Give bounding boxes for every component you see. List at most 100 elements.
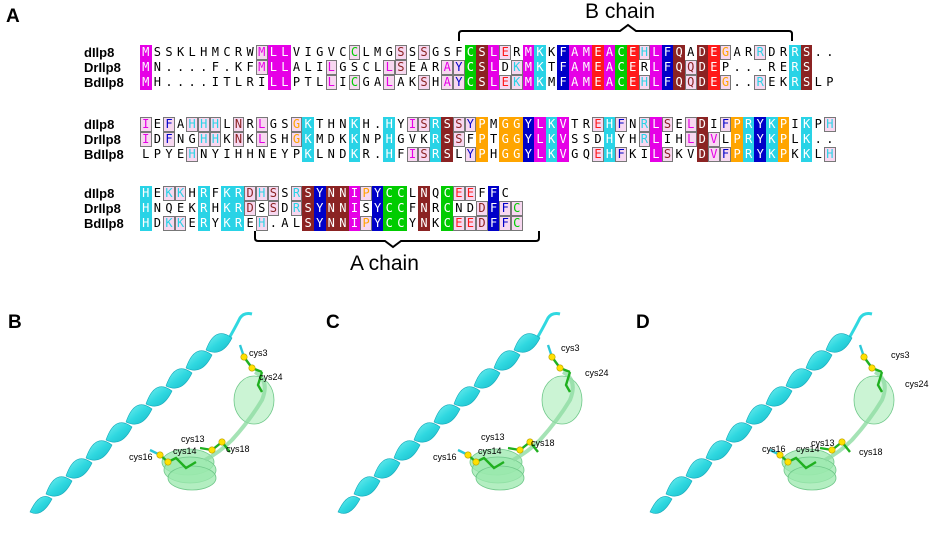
residue: A bbox=[733, 45, 741, 59]
residue: C bbox=[362, 60, 370, 74]
residue: F bbox=[478, 186, 486, 200]
residue: K bbox=[348, 132, 361, 147]
residue: . bbox=[188, 75, 196, 89]
residue: Q bbox=[582, 147, 590, 161]
residue: K bbox=[800, 117, 813, 132]
residue: L bbox=[383, 75, 396, 90]
residue: C bbox=[464, 45, 477, 60]
residue: P bbox=[360, 216, 372, 231]
residue: L bbox=[534, 132, 546, 147]
residue: R bbox=[232, 201, 245, 216]
residue: P bbox=[814, 117, 822, 131]
residue: K bbox=[302, 132, 314, 147]
residue: H bbox=[383, 132, 396, 147]
residue: F bbox=[719, 147, 732, 162]
residue: L bbox=[383, 60, 396, 75]
seq-label-drilp8: DrIlp8 bbox=[84, 201, 121, 216]
residue: L bbox=[255, 132, 268, 147]
residue: M bbox=[211, 45, 219, 59]
residue: L bbox=[374, 60, 382, 74]
residue: N bbox=[325, 201, 338, 216]
residue: A bbox=[292, 60, 301, 74]
residue: A bbox=[568, 60, 581, 75]
residue: S bbox=[661, 147, 674, 162]
residue: E bbox=[708, 75, 720, 90]
residue: K bbox=[174, 216, 187, 231]
residue: P bbox=[153, 147, 161, 161]
residue: G bbox=[719, 75, 732, 90]
residue: R bbox=[429, 117, 442, 132]
residue: I bbox=[348, 216, 361, 231]
residue: L bbox=[650, 132, 662, 147]
residue: F bbox=[499, 201, 511, 216]
residue: S bbox=[302, 216, 314, 231]
residue: F bbox=[499, 216, 511, 231]
residue: F bbox=[661, 60, 674, 75]
residue: . bbox=[826, 45, 834, 59]
residue: P bbox=[292, 147, 301, 161]
residue: K bbox=[779, 75, 788, 89]
residue: V bbox=[557, 117, 569, 132]
b-chain-bracket bbox=[458, 23, 793, 41]
residue: L bbox=[408, 186, 417, 200]
residue: D bbox=[696, 45, 709, 60]
residue: P bbox=[731, 132, 743, 147]
seq-label-dilp8: dIlp8 bbox=[84, 117, 115, 132]
residue: Q bbox=[684, 75, 697, 90]
residue: . bbox=[165, 75, 173, 89]
seq-label-dilp8: dIlp8 bbox=[84, 45, 115, 60]
residue: I bbox=[223, 147, 231, 161]
residue: N bbox=[418, 216, 430, 231]
residue: F bbox=[408, 201, 417, 215]
residue: I bbox=[640, 147, 648, 161]
residue: H bbox=[327, 117, 335, 131]
residue: L bbox=[650, 45, 662, 60]
residue: N bbox=[327, 147, 335, 161]
residue: P bbox=[374, 132, 382, 146]
residue: R bbox=[638, 117, 651, 132]
residue: G bbox=[269, 117, 277, 131]
residue: Y bbox=[617, 132, 625, 146]
residue: I bbox=[406, 117, 419, 132]
residue: Q bbox=[673, 75, 685, 90]
residue: R bbox=[290, 201, 303, 216]
residue: A bbox=[568, 45, 581, 60]
residue: L bbox=[316, 75, 324, 89]
residue: N bbox=[258, 147, 266, 161]
residue: M bbox=[580, 45, 593, 60]
residue: K bbox=[302, 147, 314, 162]
residue: A bbox=[281, 216, 289, 230]
residue: C bbox=[501, 186, 509, 200]
structure-d bbox=[648, 311, 896, 516]
residue: S bbox=[661, 117, 674, 132]
residue: L bbox=[316, 147, 324, 161]
residue: S bbox=[267, 186, 280, 201]
residue: K bbox=[348, 117, 361, 132]
residue: R bbox=[779, 45, 788, 59]
residue: P bbox=[476, 117, 488, 132]
residue: H bbox=[186, 147, 198, 162]
residue: H bbox=[188, 186, 196, 200]
residue: R bbox=[432, 60, 440, 74]
residue: K bbox=[432, 216, 440, 230]
residue: L bbox=[650, 60, 662, 75]
residue: C bbox=[395, 201, 407, 216]
residue: Y bbox=[281, 147, 289, 161]
residue: R bbox=[789, 45, 801, 60]
residue: E bbox=[188, 216, 196, 230]
residue: G bbox=[432, 45, 440, 59]
panel-letter-a: A bbox=[6, 6, 20, 27]
residue: R bbox=[742, 132, 755, 147]
residue: K bbox=[534, 75, 546, 90]
residue: E bbox=[499, 75, 511, 90]
residue: H bbox=[209, 132, 222, 147]
residue: R bbox=[429, 147, 442, 162]
residue: A bbox=[397, 75, 405, 89]
cys-label-b-cys24: cys24 bbox=[259, 372, 283, 382]
residue: E bbox=[592, 117, 604, 132]
residue: N bbox=[455, 201, 463, 215]
